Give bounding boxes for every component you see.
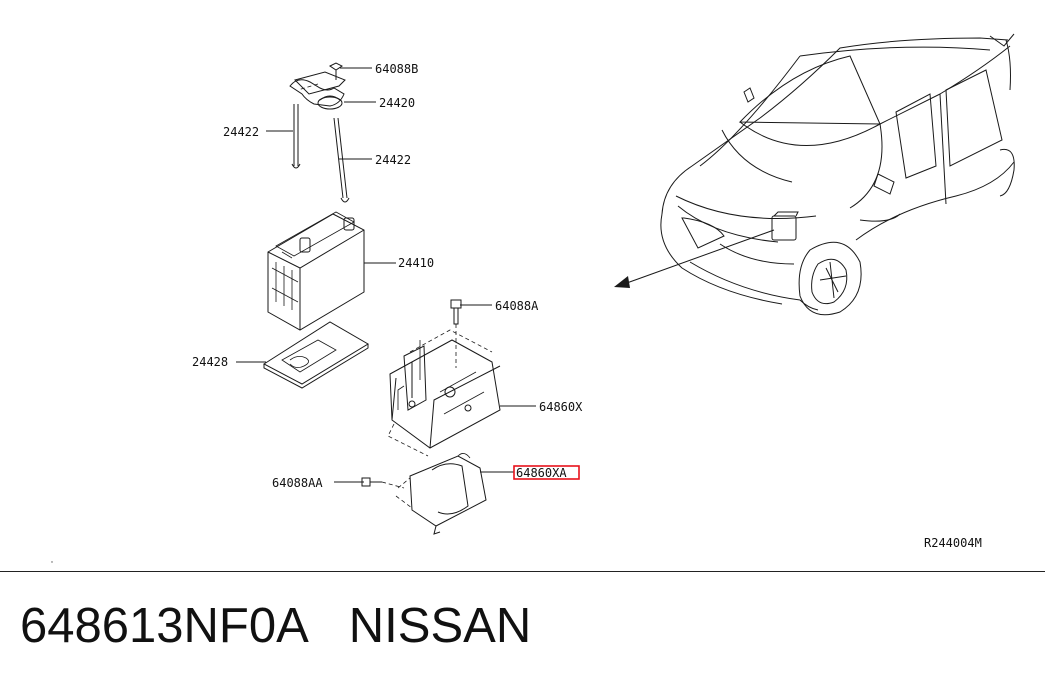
callout-64860xa[interactable]: 64860XA [516,466,567,480]
battery-bracket-illustration [387,299,501,457]
hold-down-rod-right [333,117,350,203]
footer-caption: 648613NF0A NISSAN [20,596,531,656]
callout-24422-left: 24422 [223,125,259,139]
diagram-code: R244004M [924,536,982,550]
battery-tray-plate [263,321,369,389]
callout-24420: 24420 [379,96,415,110]
bracket-cover-illustration [361,453,487,535]
brand-name: NISSAN [348,599,532,653]
callout-64088a: 64088A [495,299,539,313]
highlight-box [513,465,580,480]
parts-diagram: 64088B 24420 24422 24422 24410 64088A 24… [51,33,1015,563]
leader-lines [236,67,536,483]
callout-64860x: 64860X [539,400,583,414]
callout-64088aa: 64088AA [272,476,323,490]
vehicle-illustration [660,33,1015,316]
hold-down-rod-left [291,104,301,169]
callout-64088b: 64088B [375,62,418,76]
callout-24422-right: 24422 [375,153,411,167]
location-arrow [614,229,775,288]
callout-24428: 24428 [192,355,228,369]
battery-clamp-illustration [289,62,346,110]
footer-divider [0,571,1045,572]
callout-24410: 24410 [398,256,434,270]
scan-dot [51,561,53,563]
battery-illustration [267,211,365,331]
part-number: 648613NF0A [20,599,309,653]
